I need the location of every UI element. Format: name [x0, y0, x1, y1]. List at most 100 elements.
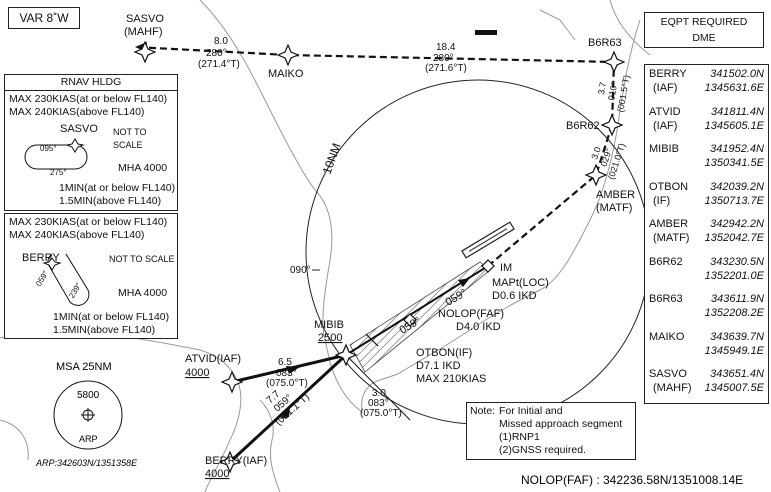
msa-center: ARP — [79, 434, 98, 444]
coord-name: BERRY — [649, 68, 687, 80]
hold2-racetrack — [42, 254, 90, 306]
svg-text:280°: 280° — [206, 48, 227, 59]
label-otbon-1: OTBON(IF) — [416, 347, 472, 359]
runway — [461, 221, 515, 259]
hold2-time-1: 1MIN(at or below FL140) — [53, 311, 170, 323]
label-otbon-3: MAX 210KIAS — [416, 373, 486, 385]
fix-berry[interactable] — [218, 450, 242, 474]
leg-mibib-otbon: 3.0 083° (075.0°T) — [360, 388, 402, 419]
note-line-1: For Initial and — [499, 405, 563, 417]
coastline-islands — [0, 399, 281, 492]
fix-nolop[interactable] — [403, 313, 417, 327]
fix-b6r62[interactable] — [600, 113, 624, 137]
obstacle-bar — [475, 30, 497, 35]
svg-text:083°: 083° — [368, 398, 389, 409]
coord-name: B6R62 — [649, 255, 683, 268]
faf-coordinates: NOLOP(FAF) : 342236.58N/1351008.14E — [521, 473, 744, 487]
svg-text:280°: 280° — [433, 53, 454, 64]
svg-text:3.0: 3.0 — [372, 388, 386, 399]
fix-maiko[interactable] — [276, 43, 300, 67]
hold1-speed-1: MAX 230KIAS(at or below FL140) — [9, 93, 168, 105]
fix-b6r63[interactable] — [602, 50, 626, 74]
svg-text:(271.4°T): (271.4°T) — [198, 59, 240, 70]
coord-lat: 342942.2N — [710, 218, 764, 230]
rnav-holding-sasvo: RNAV HLDG MAX 230KIAS(at or below FL140)… — [4, 74, 178, 211]
hold-title: RNAV HLDG — [5, 75, 177, 91]
coord-name: MIBIB — [649, 143, 679, 155]
label-sasvo: SASVO — [126, 13, 164, 25]
coord-lon: 1352208.2E — [704, 307, 764, 319]
label-mibib: MIBIB — [314, 319, 344, 331]
label-mapt-1: MAPt(LOC) — [492, 277, 549, 289]
svg-text:(271.6°T): (271.6°T) — [425, 63, 467, 74]
radial-label: 090° — [290, 265, 311, 276]
fix-im[interactable] — [481, 259, 495, 273]
svg-text:083°: 083° — [276, 368, 297, 379]
label-otbon-2: D7.1 IKD — [416, 360, 461, 372]
coord-lat: 342039.2N — [710, 180, 764, 193]
fix-amber[interactable] — [584, 163, 608, 187]
label-atvid-alt: 4000 — [185, 367, 209, 379]
coord-lon: 1345631.6E — [704, 82, 764, 94]
coastline — [199, 0, 399, 414]
label-berry: BERRY(IAF) — [205, 455, 267, 467]
label-nolop-1: NOLOP(FAF) — [438, 308, 504, 320]
hold1-not-to-scale: NOT TO SCALE — [113, 127, 147, 150]
track-final-arrow — [458, 278, 470, 287]
label-amber: AMBER — [596, 189, 635, 201]
note-line-4: (2)GNSS required. — [499, 444, 586, 456]
arp-coordinates: ARP:342603N/1351358E — [36, 458, 138, 468]
coord-role: (IF) — [653, 194, 671, 207]
hold1-racetrack — [24, 138, 88, 170]
fix-atvid[interactable] — [220, 370, 244, 394]
svg-text:6.5: 6.5 — [278, 357, 292, 368]
fix-sasvo[interactable] — [133, 40, 157, 64]
label-atvid: ATVID(IAF) — [185, 353, 241, 365]
track-final-ext — [345, 354, 411, 421]
rnav-holding-berry: MAX 230KIAS(at or below FL140) MAX 240KI… — [4, 213, 178, 339]
label-mapt-2: D0.6 IKD — [492, 290, 537, 302]
coord-role: (IAF) — [653, 119, 678, 132]
coastline-north — [539, 0, 651, 56]
fix-otbon[interactable] — [365, 333, 379, 347]
coord-lat: 343651.4N — [710, 368, 764, 380]
hold2-speed-1: MAX 230KIAS(at or below FL140) — [9, 216, 168, 228]
label-maiko: MAIKO — [268, 68, 304, 80]
missed-approach-route — [134, 45, 616, 267]
coord-lon: 1345007.5E — [704, 382, 764, 394]
svg-text:8.0: 8.0 — [214, 36, 228, 47]
hold2-time-2: 1.5MIN(above FL140) — [53, 324, 156, 336]
eqpt-title: EQPT REQUIRED — [660, 16, 748, 28]
svg-text:010°: 010° — [606, 81, 619, 101]
coord-name: MAIKO — [649, 330, 685, 343]
msa-altitude: 5800 — [77, 390, 100, 401]
label-berry-alt: 4000 — [205, 468, 229, 480]
label-b6r62: B6R62 — [566, 120, 600, 132]
hold1-fix: SASVO — [60, 123, 98, 135]
note-label: Note: — [470, 405, 496, 417]
hold1-time-2: 1.5MIN(above FL140) — [59, 195, 162, 207]
hold2-speed-2: MAX 240KIAS(above FL140) — [9, 229, 145, 241]
track-berry-mibib — [228, 353, 348, 464]
leg-maiko-b6r63: 18.4 280° (271.6°T) — [425, 42, 467, 74]
note-line-3: (1)RNP1 — [499, 431, 540, 443]
fix-mibib[interactable] — [334, 343, 358, 367]
leg-atvid-mibib: 6.5 083° (075.0°T) — [266, 357, 308, 389]
coord-lon: 1352042.7E — [704, 232, 764, 244]
coord-lat: 341811.4N — [710, 105, 764, 118]
ring-label: 10NM — [320, 141, 344, 176]
coord-name: OTBON — [649, 180, 689, 193]
svg-text:3.7: 3.7 — [596, 81, 608, 95]
